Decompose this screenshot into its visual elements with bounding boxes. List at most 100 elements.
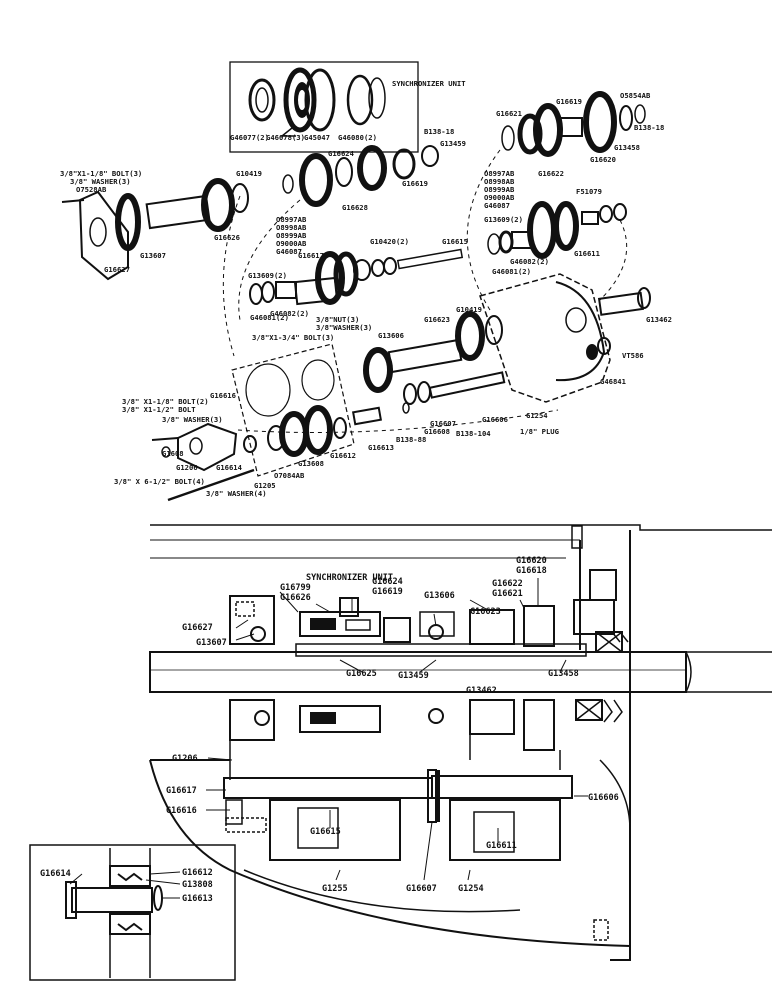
mainshaft: [363, 287, 651, 393]
label-G13458: G13458: [614, 143, 640, 152]
label-O5854AB: O5854AB: [620, 91, 651, 100]
section-label-G1255: G1255: [322, 884, 348, 894]
section-label-G16607: G16607: [406, 884, 437, 894]
label-G1254: G1254: [526, 411, 548, 420]
label-G16614: G16614: [216, 463, 242, 472]
label-G16624: G16624: [328, 149, 354, 158]
label-bolt-318: 3/8"X1-1/8" BOLT(3): [60, 169, 142, 178]
section-leaders: [206, 578, 588, 881]
label-G1205: G1205: [254, 481, 276, 490]
label-G13609: G13609(2): [484, 215, 523, 224]
label-G16613: G16613: [368, 443, 394, 452]
label-nut-38: 3/8"NUT(3): [316, 315, 359, 324]
section-sync-title: SYNCHRONIZER UNIT: [306, 573, 393, 583]
label-plug: 1/8" PLUG: [520, 427, 559, 436]
label-G46081-r: G46081(2): [492, 267, 531, 276]
label-G16619-b: G16619: [556, 97, 582, 106]
label-washer-4: 3/8" WASHER(4): [206, 489, 267, 498]
reverse-shifter-cover: [151, 422, 255, 502]
section-label-G13606: G13606: [424, 591, 455, 601]
label-O8997AB-r: O8997AB: [484, 169, 515, 178]
right-upper-cluster: [501, 91, 646, 157]
section-label-G13607: G13607: [196, 638, 227, 648]
label-G10419: G10419: [236, 169, 262, 178]
label-G16607: G16607: [430, 419, 456, 428]
mainshaft-section: [149, 651, 687, 693]
section-label-G1254: G1254: [458, 884, 484, 894]
exploded-view: SYNCHRONIZER UNIT G46077(2) G46078(3) G4…: [60, 61, 672, 502]
label-O8999AB: O8999AB: [276, 231, 307, 240]
label-G16620: G16620: [590, 155, 616, 164]
countershaft-left: [249, 248, 464, 306]
label-F51079: F51079: [576, 187, 602, 196]
label-bolt-612: 3/8" X 6-1/2" BOLT(4): [114, 477, 205, 486]
label-G1608: G1608: [162, 449, 184, 458]
label-G46841: G46841: [600, 377, 626, 386]
section-label-G16621: G16621: [492, 589, 523, 599]
section-label-G16623: G16623: [470, 607, 501, 617]
mainshaft-gears: [282, 145, 439, 207]
assembly-guide-lines: [222, 149, 628, 357]
reverse-idler-shafts: [351, 371, 506, 426]
label-G10420: G10420(2): [370, 237, 409, 246]
label-G13459: G13459: [440, 139, 466, 148]
section-label-G16627: G16627: [182, 623, 213, 633]
label-G13607: G13607: [140, 251, 166, 260]
section-view: SYNCHRONIZER UNIT G16799 G16626 G16627 G…: [149, 524, 772, 961]
label-G16626: G16626: [214, 233, 240, 242]
label-G45047: G45047: [304, 133, 330, 142]
label-G46078: G46078(3): [266, 133, 305, 142]
section-label-G16622: G16622: [492, 579, 523, 589]
label-O8998AB: O8998AB: [276, 223, 307, 232]
label-B138-18-a: B138-18: [424, 127, 454, 136]
label-G16616: G16616: [210, 391, 236, 400]
section-label-G16624: G16624: [372, 577, 403, 587]
label-O7528AB: O7528AB: [76, 185, 107, 194]
label-bolt-318-2: 3/8" X1-1/8" BOLT(2): [122, 397, 209, 406]
label-G16617: G16617: [298, 251, 324, 260]
section-label-G16617: G16617: [166, 786, 197, 796]
inset-frame: [29, 844, 236, 981]
label-O9000AB: O9000AB: [276, 239, 307, 248]
section-label-G16625: G16625: [346, 669, 377, 679]
section-label-G16618: G16618: [516, 566, 547, 576]
label-B138-104: B138-104: [456, 429, 491, 438]
section-label-G16616: G16616: [166, 806, 197, 816]
label-G46077: G46077(2): [230, 133, 269, 142]
label-washer-3: 3/8" WASHER(3): [162, 415, 223, 424]
cluster-gear-lower: [243, 405, 347, 457]
section-label-G13458: G13458: [548, 669, 579, 679]
synchronizer-callout-box: [229, 61, 419, 153]
label-G16608: G16608: [424, 427, 450, 436]
label-G13609-l: G13609(2): [248, 271, 287, 280]
label-G16619: G16619: [402, 179, 428, 188]
label-G46080: G46080(2): [338, 133, 377, 142]
label-O9000AB-r: O9000AB: [484, 193, 515, 202]
label-G16612: G16612: [330, 451, 356, 460]
section-label-G13462: G13462: [466, 686, 497, 696]
label-bolt-3434: 3/8"X1-3/4" BOLT(3): [252, 333, 334, 342]
label-G16623: G16623: [424, 315, 450, 324]
section-label-G16619: G16619: [372, 587, 403, 597]
section-label-G16620: G16620: [516, 556, 547, 566]
label-O7084AB: O7084AB: [274, 471, 305, 480]
label-G16627: G16627: [104, 265, 130, 274]
section-label-G1206: G1206: [172, 754, 198, 764]
label-G13608: G13608: [298, 459, 324, 468]
label-G46087: G46087: [276, 247, 302, 256]
section-label-G16606: G16606: [588, 793, 619, 803]
label-G16615: G16615: [442, 237, 468, 246]
label-O8998AB-r: O8998AB: [484, 177, 515, 186]
label-G16606: G16606: [482, 415, 508, 424]
countershaft-section: [223, 777, 433, 799]
label-G1206: G1206: [176, 463, 198, 472]
section-label-G16611: G16611: [486, 841, 517, 851]
right-counter-cluster: [487, 201, 627, 259]
transmission-case: [231, 273, 611, 477]
idler-inset: G16614 G16612 G13808 G16613: [29, 844, 236, 981]
label-G46081-l: G46081(2): [250, 313, 289, 322]
label-VT586: VT586: [622, 351, 644, 360]
label-G46087-r: G46087: [484, 201, 510, 210]
label-bolt-312: 3/8" X1-1/2" BOLT: [122, 405, 196, 414]
label-washer-38-b: 3/8"WASHER(3): [316, 323, 372, 332]
